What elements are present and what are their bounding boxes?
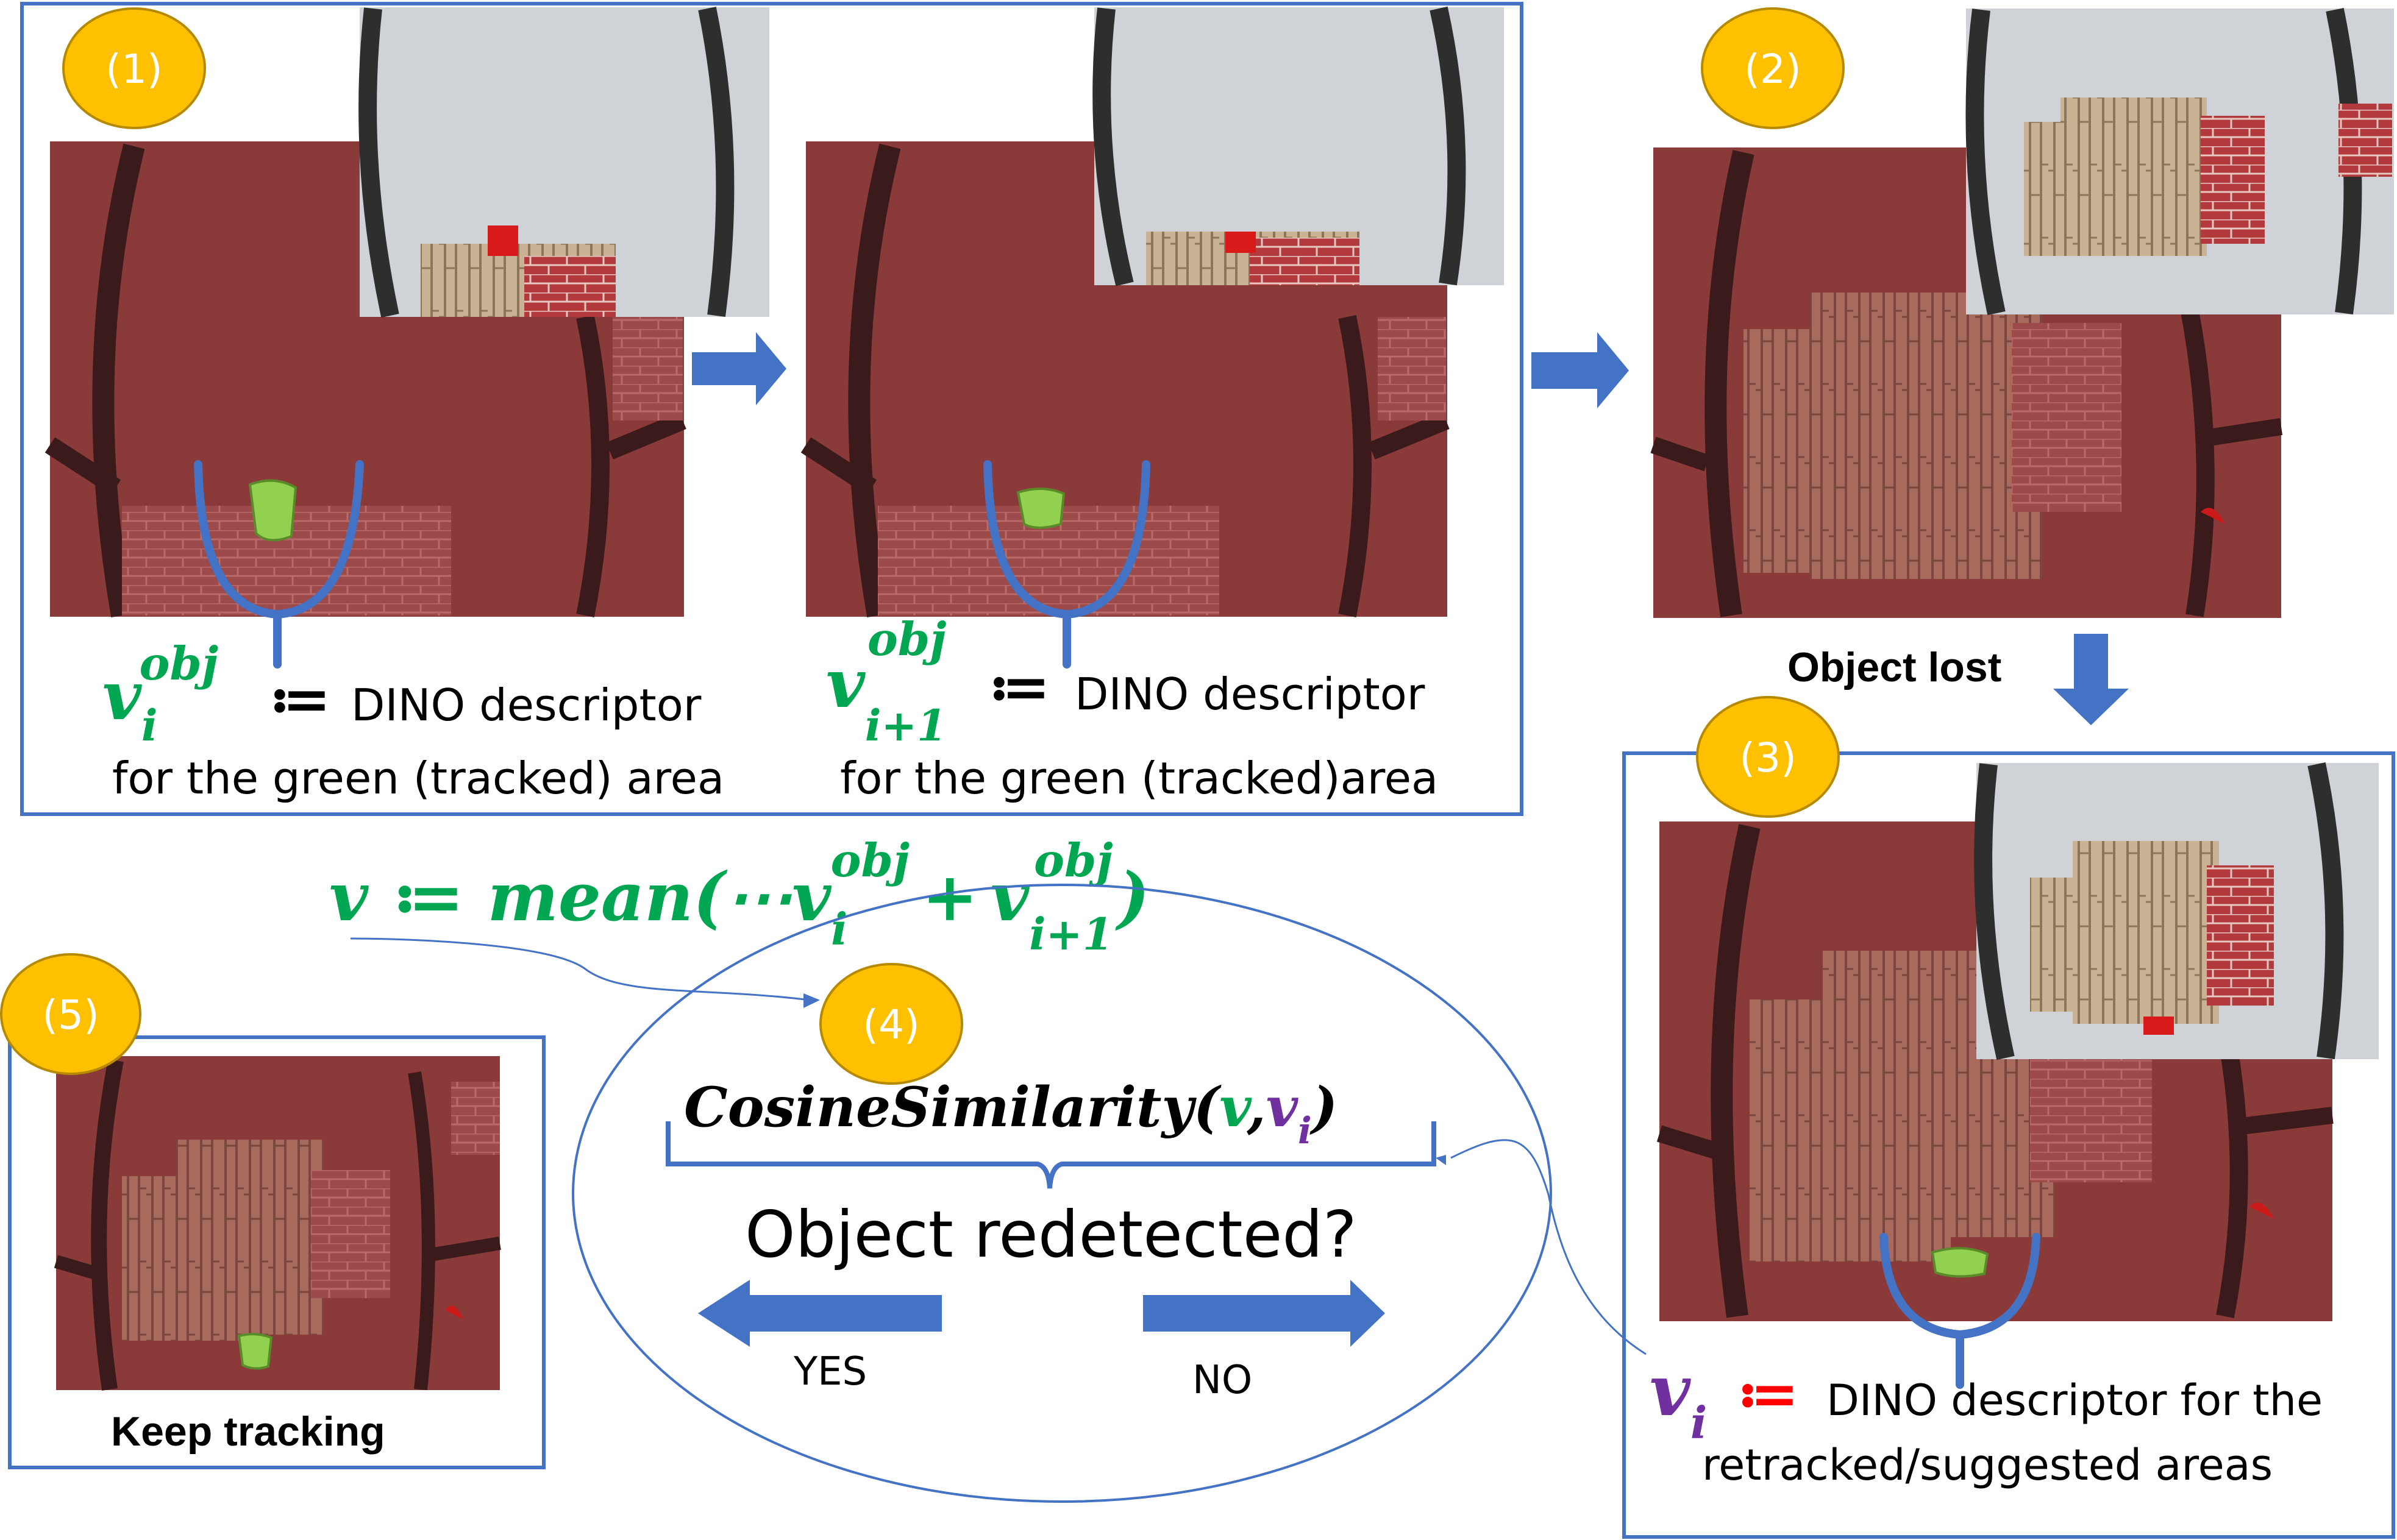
cosine-similarity-ellipse [572,884,1552,1503]
connector-vi-to-cosine [1450,1139,1647,1355]
retracked-area-green [1931,1247,1989,1278]
svg-text:(4): (4) [863,1001,920,1048]
yes-label: YES [793,1349,867,1394]
arrow-down [2053,634,2129,725]
tracked-area-green [1016,487,1066,529]
yes-arrow [698,1280,942,1347]
caption-3: retracked/suggested areas [1702,1440,2273,1490]
no-label: NO [1192,1358,1252,1403]
bracket-3 [1879,1233,2040,1389]
badge-5: (5) [0,953,141,1075]
keep-tracking-image [54,1056,501,1391]
panel-5-frame [8,1035,546,1469]
badge-2: (2) [1701,7,1845,129]
bracket-1b [983,460,1150,669]
svg-text:(5): (5) [42,992,99,1038]
descriptor-label-1: DINO descriptor [351,680,702,731]
panel-3-frame [1622,751,2395,1539]
svg-text:(1): (1) [105,46,163,93]
descriptor-label-3: DINO descriptor for the [1826,1375,2323,1425]
mean-formula: v ≔ mean(⋯viobj+vi+1obj) [329,834,1150,960]
badge-4: (4) [819,963,963,1085]
tracked-area-green [248,479,297,542]
assign-symbol-red: ≔ [1736,1360,1799,1428]
descriptor-label-1b: DINO descriptor [1075,669,1425,720]
v-i-purple: vi [1650,1350,1707,1449]
v-i1-obj: vi+1obj [826,612,947,751]
assign-symbol: ≔ [988,653,1050,721]
arrow-right-1 [692,332,786,405]
frame-i1-raw-inset [1092,6,1504,286]
arrow-right-2 [1531,332,1629,408]
svg-text:(2): (2) [1744,46,1801,93]
caption-1b: for the green (tracked)area [840,753,1438,804]
object-lost-label: Object lost [1787,644,2001,690]
connector-mean-to-cosine [350,937,805,1001]
keep-tracking-label: Keep tracking [111,1408,385,1455]
svg-text:v ≔ mean(⋯viobj+vi+1obj): v ≔ mean(⋯viobj+vi+1obj) [329,834,1150,960]
caption-1: for the green (tracked) area [112,753,724,804]
svg-text:(3): (3) [1739,734,1797,781]
tracked-area-green [237,1333,273,1370]
v-i-obj: viobj [102,637,218,751]
badge-3: (3) [1696,696,1840,818]
panel-1-frame [20,2,1523,816]
no-arrow [1143,1280,1385,1347]
frame-i-raw-inset [358,7,769,318]
bracket-1 [194,460,364,669]
bracket-cosine [666,1121,1436,1189]
badge-1: (1) [62,7,206,129]
assign-symbol: ≔ [268,665,331,733]
object-redetected-question: Object redetected? [745,1198,1357,1272]
object-lost-raw-inset [1965,7,2394,316]
retracked-raw-inset [1974,762,2379,1060]
cosine-similarity-formula: CosineSimilarity(v,vi) [684,1075,1337,1152]
